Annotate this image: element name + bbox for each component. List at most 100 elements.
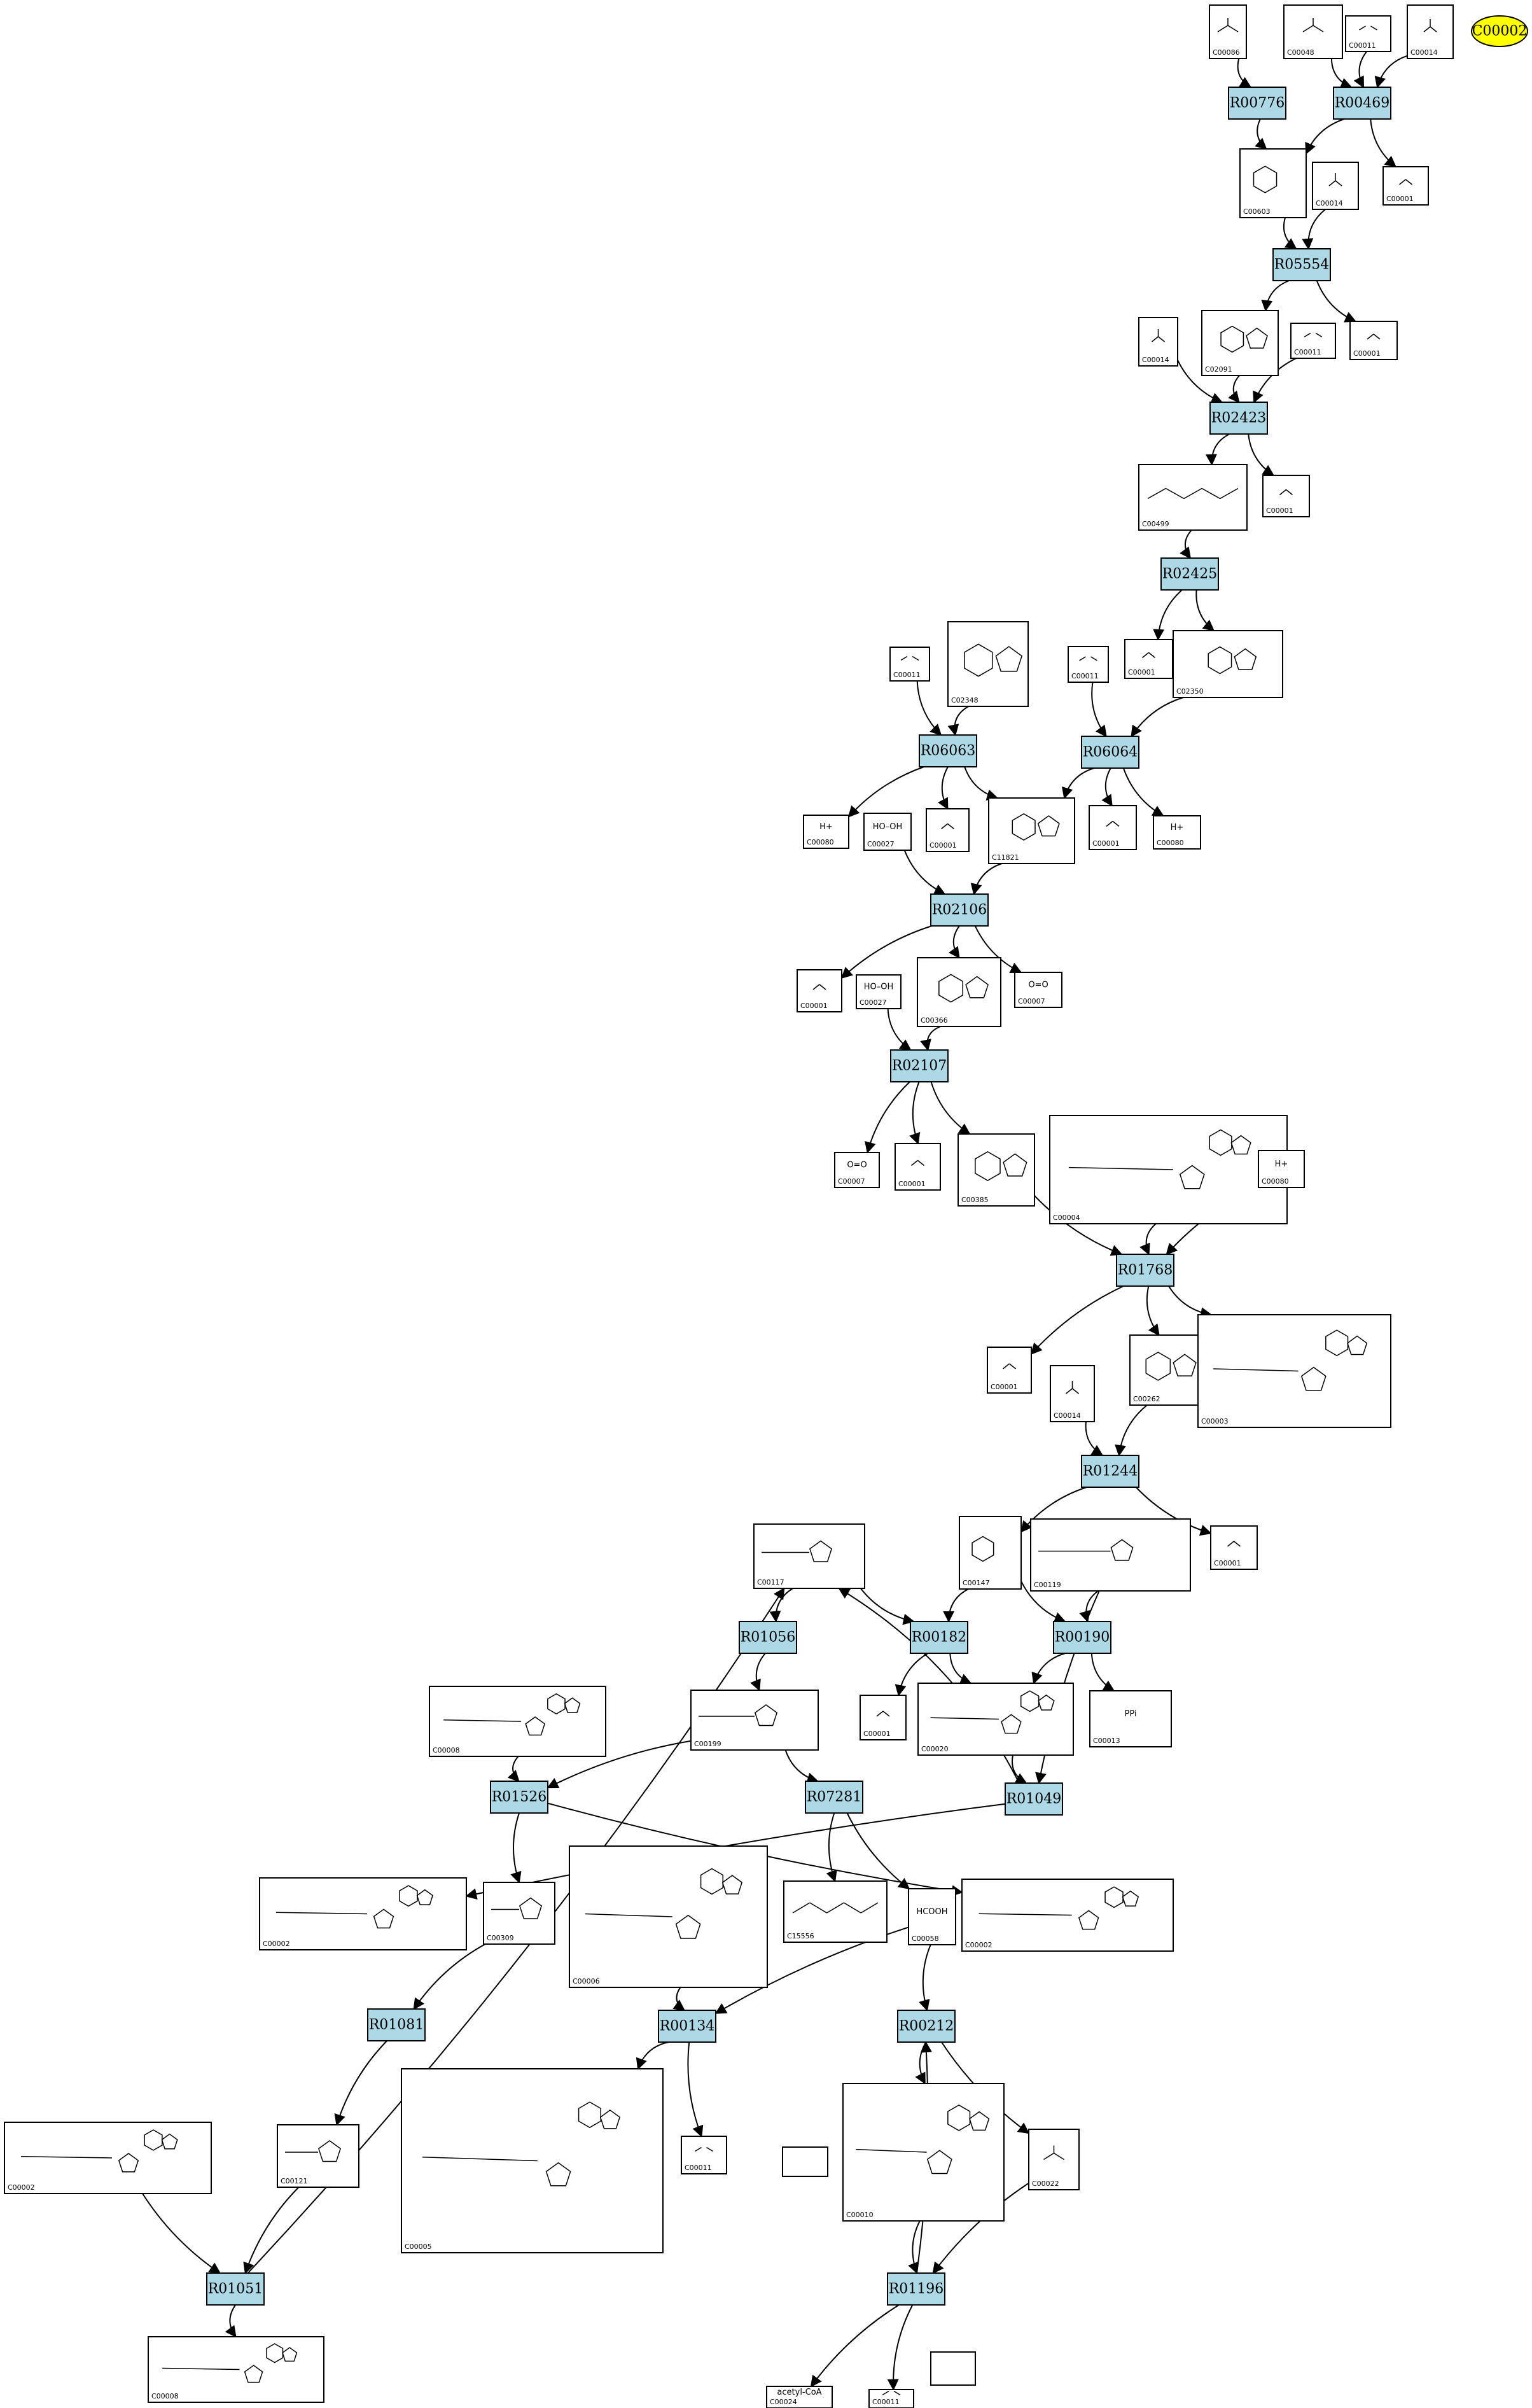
compound-node-c00147[interactable]: C00147 [959,1516,1022,1590]
reaction-node-r01196[interactable]: R01196 [887,2272,945,2306]
compound-node-c02348[interactable]: C02348 [947,621,1029,707]
compound-node-c00080[interactable]: H+C00080 [1153,815,1201,850]
reaction-node-r01081[interactable]: R01081 [367,2008,426,2041]
compound-node-c00002[interactable]: C00002 [259,1877,467,1950]
reaction-node-r02106[interactable]: R02106 [930,893,989,927]
compound-node-c00262[interactable]: C00262 [1129,1334,1204,1406]
compound-node-c00011[interactable]: C00011 [1068,646,1109,683]
compound-node-c00080[interactable]: H+C00080 [1258,1150,1305,1188]
compound-node-c02350[interactable]: C02350 [1173,630,1283,698]
edge-arrow [1205,433,1230,466]
compound-id: C00080 [1157,839,1184,847]
highlighted-compound-label: C00002 [1472,24,1528,39]
compound-node-c00385[interactable]: C00385 [958,1133,1035,1207]
compound-node-c00008[interactable]: C00008 [429,1686,606,1757]
reaction-node-r00469[interactable]: R00469 [1333,87,1391,120]
compound-node-c00603[interactable]: C00603 [1239,148,1307,218]
reaction-node-r06063[interactable]: R06063 [919,734,977,767]
reaction-node-r01051[interactable]: R01051 [206,2272,265,2306]
compound-node-c00002[interactable]: C00002 [961,1879,1174,1952]
compound-node-c00014[interactable]: C00014 [1050,1365,1095,1422]
highlighted-compound[interactable]: C00002 [1471,15,1528,47]
reaction-node-r02425[interactable]: R02425 [1160,557,1219,591]
compound-node-c00001[interactable]: C00001 [797,969,842,1012]
compound-node-c00001[interactable]: C00001 [1210,1525,1258,1570]
reaction-node-r00190[interactable]: R00190 [1053,1621,1111,1654]
reaction-node-r06064[interactable]: R06064 [1081,736,1139,769]
compound-node-c00119[interactable]: C00119 [1030,1518,1191,1592]
reaction-node-r01244[interactable]: R01244 [1081,1455,1139,1488]
compound-node-c15556[interactable]: C15556 [783,1880,888,1943]
reaction-node-r02107[interactable]: R02107 [890,1049,949,1082]
compound-node-c00080[interactable]: H+C00080 [803,815,849,849]
compound-node-c00001[interactable]: C00001 [987,1347,1032,1394]
empty-compound-node[interactable] [930,2351,976,2386]
reaction-node-r01768[interactable]: R01768 [1116,1254,1174,1287]
compound-node-c00005[interactable]: C00005 [401,2068,664,2253]
compound-node-c00199[interactable]: C00199 [690,1690,819,1751]
reaction-node-r00182[interactable]: R00182 [910,1621,968,1654]
compound-node-c00001[interactable]: C00001 [1262,475,1310,517]
compound-node-c00010[interactable]: C00010 [842,2083,1005,2222]
compound-node-c00011[interactable]: C00011 [868,2389,914,2408]
compound-node-c00001[interactable]: C00001 [1382,166,1429,206]
compound-node-c00117[interactable]: C00117 [753,1523,865,1589]
compound-node-c00014[interactable]: C00014 [1138,317,1178,367]
edge-arrow [750,1653,766,1691]
compound-node-c00002[interactable]: C00002 [4,2122,212,2194]
compound-node-c00011[interactable]: C00011 [681,2136,727,2174]
compound-node-c00011[interactable]: C00011 [1345,15,1391,52]
compound-node-c00014[interactable]: C00014 [1312,162,1359,210]
compound-id: C00262 [1133,1395,1160,1403]
compound-id: C00011 [1071,672,1099,680]
compound-node-c00048[interactable]: C00048 [1283,4,1343,59]
reaction-node-r00134[interactable]: R00134 [658,2010,716,2043]
compound-node-c11821[interactable]: C11821 [988,797,1075,864]
compound-node-c00020[interactable]: C00020 [917,1683,1074,1756]
edge-arrow [915,2041,927,2085]
compound-node-c00499[interactable]: C00499 [1138,464,1248,531]
compound-node-c00366[interactable]: C00366 [917,957,1001,1027]
compound-node-c00121[interactable]: C00121 [277,2124,359,2188]
compound-node-c02091[interactable]: C02091 [1201,310,1279,376]
reaction-node-r01056[interactable]: R01056 [739,1621,797,1654]
compound-node-c00309[interactable]: C00309 [483,1882,555,1945]
compound-node-c00086[interactable]: C00086 [1209,4,1247,59]
reaction-node-r00212[interactable]: R00212 [897,2010,956,2043]
reaction-node-r07281[interactable]: R07281 [805,1781,863,1814]
compound-node-c00014[interactable]: C00014 [1407,4,1454,59]
compound-node-c00001[interactable]: C00001 [895,1143,941,1191]
compound-node-c00011[interactable]: C00011 [889,647,930,682]
compound-id: C00002 [263,1940,290,1948]
reaction-label: R05554 [1274,257,1330,273]
compound-node-c00001[interactable]: C00001 [1124,639,1173,679]
compound-node-c00004[interactable]: C00004 [1049,1115,1288,1224]
edge-arrow [908,2220,921,2274]
edge-arrow [334,2040,387,2126]
compound-node-c00001[interactable]: C00001 [1349,321,1398,360]
reaction-label: R02425 [1162,566,1218,582]
reaction-node-r05554[interactable]: R05554 [1272,248,1331,281]
reaction-node-r00776[interactable]: R00776 [1228,87,1286,120]
compound-node-c00001[interactable]: C00001 [926,808,970,852]
compound-node-c00001[interactable]: C00001 [1089,805,1137,850]
compound-node-c00011[interactable]: C00011 [1290,323,1336,359]
reaction-node-r01049[interactable]: R01049 [1005,1782,1063,1816]
edge-arrow [1353,51,1367,88]
compound-node-c00001[interactable]: C00001 [860,1695,907,1740]
compound-node-c00022[interactable]: C00022 [1028,2129,1080,2190]
empty-compound-node[interactable] [782,2146,828,2177]
compound-node-c00008[interactable]: C00008 [148,2336,324,2403]
compound-node-c00006[interactable]: C00006 [569,1845,768,1988]
reaction-node-r02423[interactable]: R02423 [1209,402,1268,435]
compound-node-c00003[interactable]: C00003 [1197,1314,1391,1428]
reaction-node-r01526[interactable]: R01526 [490,1781,548,1814]
edge-arrow [1302,209,1326,250]
